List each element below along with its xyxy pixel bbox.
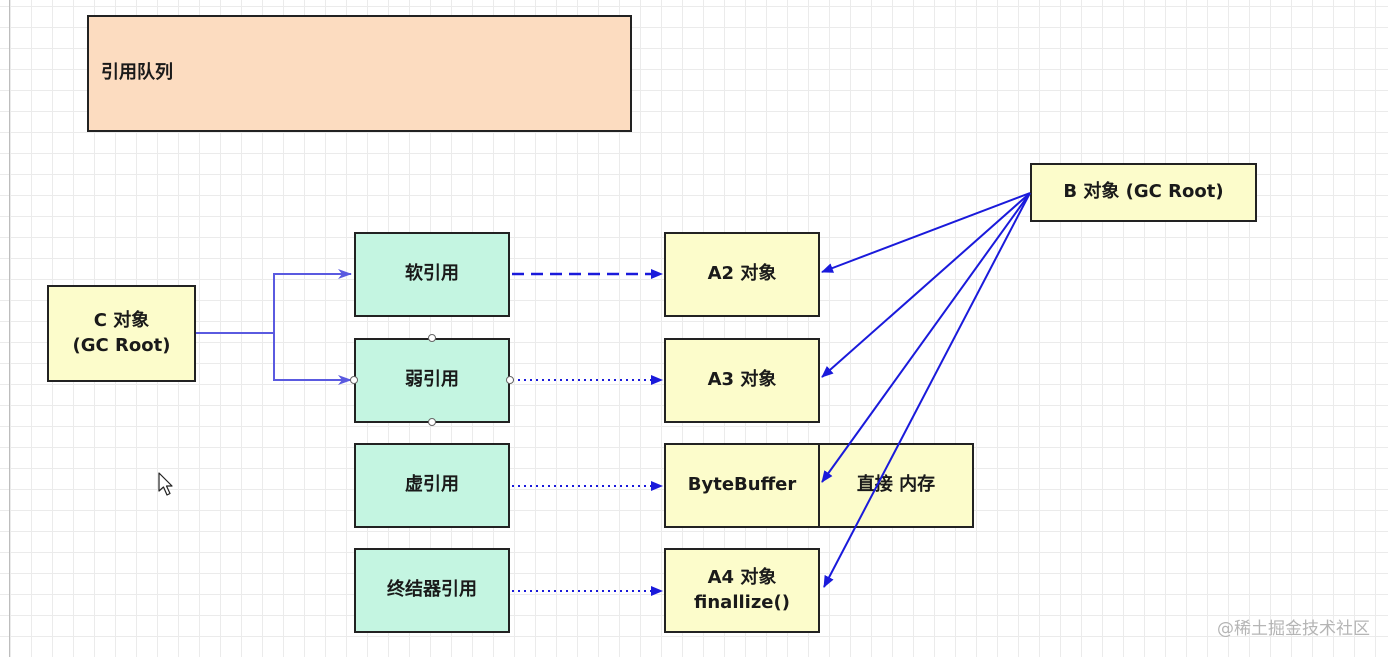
direct-memory[interactable]: 直接 内存 bbox=[818, 443, 974, 528]
phantom-reference-label: 虚引用 bbox=[405, 474, 459, 496]
selection-handle-bottom[interactable] bbox=[428, 418, 436, 426]
reference-queue-label: 引用队列 bbox=[101, 62, 173, 84]
finalizer-reference-label: 终结器引用 bbox=[387, 579, 477, 601]
finalizer-reference[interactable]: 终结器引用 bbox=[354, 548, 510, 633]
bytebuffer-label: ByteBuffer bbox=[687, 474, 797, 496]
soft-reference-label: 软引用 bbox=[405, 263, 459, 285]
watermark: @稀土掘金技术社区 bbox=[1217, 619, 1370, 639]
edge-c-to-soft bbox=[196, 269, 352, 334]
left-border bbox=[9, 0, 10, 657]
mouse-cursor-icon bbox=[158, 472, 173, 496]
a4-object[interactable]: A4 对象 finallize() bbox=[664, 548, 820, 633]
b-object-label: B 对象 (GC Root) bbox=[1063, 181, 1224, 203]
bytebuffer-object[interactable]: ByteBuffer bbox=[664, 443, 820, 528]
a3-object-label: A3 对象 bbox=[707, 369, 777, 391]
selection-handle-left[interactable] bbox=[350, 376, 358, 384]
c-object-gc-root: (GC Root) bbox=[72, 334, 171, 356]
c-object-name: C 对象 bbox=[93, 310, 150, 332]
a2-object-label: A2 对象 bbox=[707, 263, 777, 285]
a4-object-name: A4 对象 bbox=[707, 567, 777, 589]
selection-handle-top[interactable] bbox=[428, 334, 436, 342]
weak-reference-label: 弱引用 bbox=[405, 369, 459, 391]
edge-c-to-weak bbox=[273, 333, 352, 385]
selection-handle-right[interactable] bbox=[506, 376, 514, 384]
b-object[interactable]: B 对象 (GC Root) bbox=[1030, 163, 1257, 222]
a3-object[interactable]: A3 对象 bbox=[664, 338, 820, 423]
a4-object-finalize: finallize() bbox=[694, 591, 790, 613]
reference-queue[interactable]: 引用队列 bbox=[87, 15, 632, 132]
a2-object[interactable]: A2 对象 bbox=[664, 232, 820, 317]
soft-reference[interactable]: 软引用 bbox=[354, 232, 510, 317]
edge-b-to-a4 bbox=[823, 192, 1031, 588]
c-object[interactable]: C 对象 (GC Root) bbox=[47, 285, 196, 382]
edge-b-to-bytebuffer bbox=[821, 192, 1031, 483]
direct-memory-label: 直接 内存 bbox=[856, 474, 936, 496]
phantom-reference[interactable]: 虚引用 bbox=[354, 443, 510, 528]
edge-b-to-a2 bbox=[821, 192, 1031, 273]
edge-b-to-a3 bbox=[821, 192, 1031, 378]
